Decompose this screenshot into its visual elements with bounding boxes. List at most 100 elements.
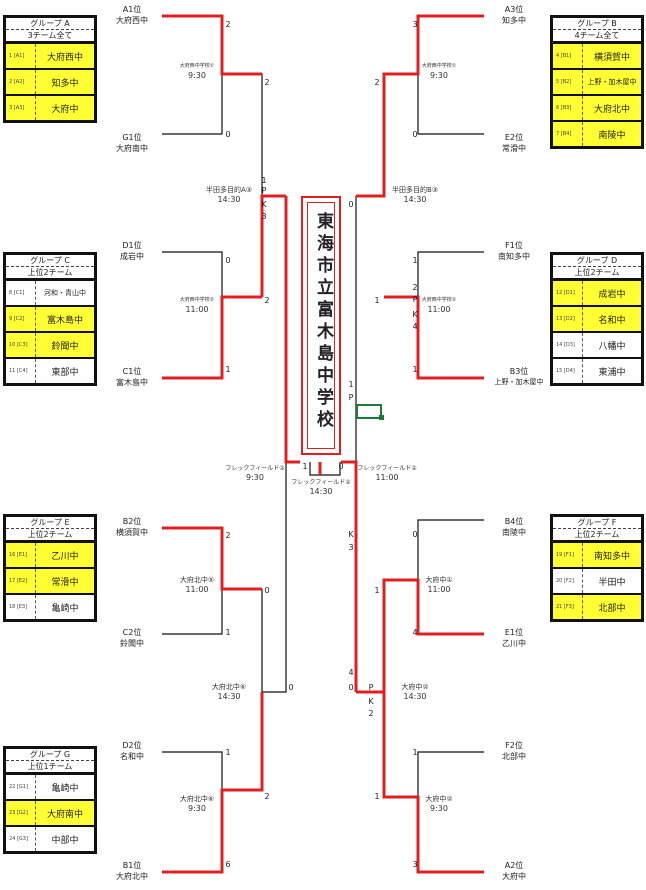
score: 0 (225, 256, 231, 265)
team-name: 富木島中 (46, 315, 83, 326)
team-name: 大府北中 (593, 104, 630, 115)
team-name: 半田中 (598, 577, 626, 588)
group-sub: 4チーム全て (553, 30, 641, 42)
score: 1 (261, 176, 267, 185)
score: K (348, 530, 354, 539)
match-venue: 大府西中学校① (421, 63, 457, 69)
rank: A3位 (504, 5, 524, 14)
match-time: 14:30 (309, 487, 333, 496)
group-row: 23 [G2]大府南中 (6, 799, 94, 825)
seed-label: 15 [D4] (553, 359, 583, 383)
team-e1: E1位乙川中 (484, 627, 544, 649)
rank: C1位 (122, 367, 142, 376)
group-header: グループ G (6, 749, 94, 761)
match-venue: 大府中② (425, 795, 453, 803)
seed-label: 1 [A1] (6, 44, 36, 68)
team-c1: C1位富木島中 (102, 366, 162, 388)
rank: C2位 (122, 628, 142, 637)
school: 北部中 (502, 752, 526, 761)
team-a1: A1位大府西中 (102, 4, 162, 26)
group-row: 19 [F1]南知多中 (553, 541, 641, 567)
rank: F2位 (505, 741, 523, 750)
score: 1 (225, 628, 231, 637)
seed-label: 18 [E3] (6, 595, 36, 619)
venue-name: 東海市立富木島中学校 (313, 212, 333, 432)
match-time: 11:00 (375, 473, 399, 482)
match-time: 9:30 (430, 804, 448, 813)
match-time: 9:30 (188, 71, 206, 80)
team-d2: D2位名和中 (102, 740, 162, 762)
rank: B4位 (504, 517, 524, 526)
team-name: 成岩中 (598, 289, 626, 300)
team-name: 乙川中 (51, 551, 79, 562)
rank: E1位 (504, 628, 524, 637)
team-name: 常滑中 (51, 577, 79, 588)
seed-label: 16 [E1] (6, 543, 36, 567)
team-name: 大府西中 (46, 52, 83, 63)
seed-label: 13 [D2] (553, 307, 583, 331)
group-row: 22 [G1]亀崎中 (6, 773, 94, 799)
team-b3: B3位上野・加木屋中 (484, 366, 554, 388)
rank: B1位 (122, 861, 142, 870)
team-b1: B1位大府北中 (102, 860, 162, 882)
team-name: 東浦中 (598, 367, 626, 378)
group-g-box: グループ G 上位1チーム 22 [G1]亀崎中 23 [G2]大府南中 24 … (3, 746, 97, 854)
group-row: 3 [A3]大府中 (6, 94, 94, 120)
group-header: グループ D (553, 255, 641, 267)
group-row: 4 [B1]横須賀中 (553, 42, 641, 68)
group-header: グループ F (553, 517, 641, 529)
score: 0 (412, 530, 418, 539)
seed-label: 2 [A2] (6, 70, 36, 94)
group-header: グループ E (6, 517, 94, 529)
score: 2 (412, 283, 418, 292)
school: 乙川中 (502, 639, 526, 648)
team-f2: F2位北部中 (484, 740, 544, 762)
team-e2: E2位常滑中 (484, 132, 544, 154)
school: 常滑中 (502, 144, 526, 153)
group-header: グループ C (6, 255, 94, 267)
team-f1: F1位南知多中 (484, 240, 544, 262)
school: 大府中 (502, 872, 526, 881)
match-venue: 半田多目的A③ (205, 186, 253, 194)
seed-label: 8 [C1] (6, 281, 36, 305)
score: 1 (225, 365, 231, 374)
rank: F1位 (505, 241, 523, 250)
rank: A1位 (122, 5, 142, 14)
match-time: 14:30 (217, 692, 241, 701)
score: K (368, 697, 374, 706)
seed-label: 11 [C4] (6, 359, 36, 383)
team-name: 大府南中 (46, 809, 83, 820)
score: 1 (348, 380, 354, 389)
match-time: 11:00 (185, 305, 209, 314)
score: 2 (264, 78, 270, 87)
group-f-box: グループ F 上位2チーム 19 [F1]南知多中 20 [F2]半田中 21 … (550, 514, 644, 622)
rank: D2位 (122, 741, 142, 750)
group-sub: 上位2チーム (553, 529, 641, 541)
seed-label: 12 [D1] (553, 281, 583, 305)
score: P (412, 295, 418, 304)
group-row: 6 [B3]大府北中 (553, 94, 641, 120)
school: 横須賀中 (116, 528, 148, 537)
group-row: 2 [A2]知多中 (6, 68, 94, 94)
school: 鈴聞中 (120, 639, 144, 648)
score: 2 (264, 296, 270, 305)
match-venue: 大府北中⑥ (211, 683, 247, 691)
score: 2 (264, 792, 270, 801)
score: 2 (368, 709, 374, 718)
score: 2 (225, 531, 231, 540)
match-venue: フレックフィールド② (291, 479, 351, 486)
team-a2: A2位大府中 (484, 860, 544, 882)
seed-label: 17 [E2] (6, 569, 36, 593)
team-name: 名和中 (598, 315, 626, 326)
group-row: 9 [C2]富木島中 (6, 305, 94, 331)
school: 大府北中 (116, 872, 148, 881)
match-time: 11:00 (185, 585, 209, 594)
